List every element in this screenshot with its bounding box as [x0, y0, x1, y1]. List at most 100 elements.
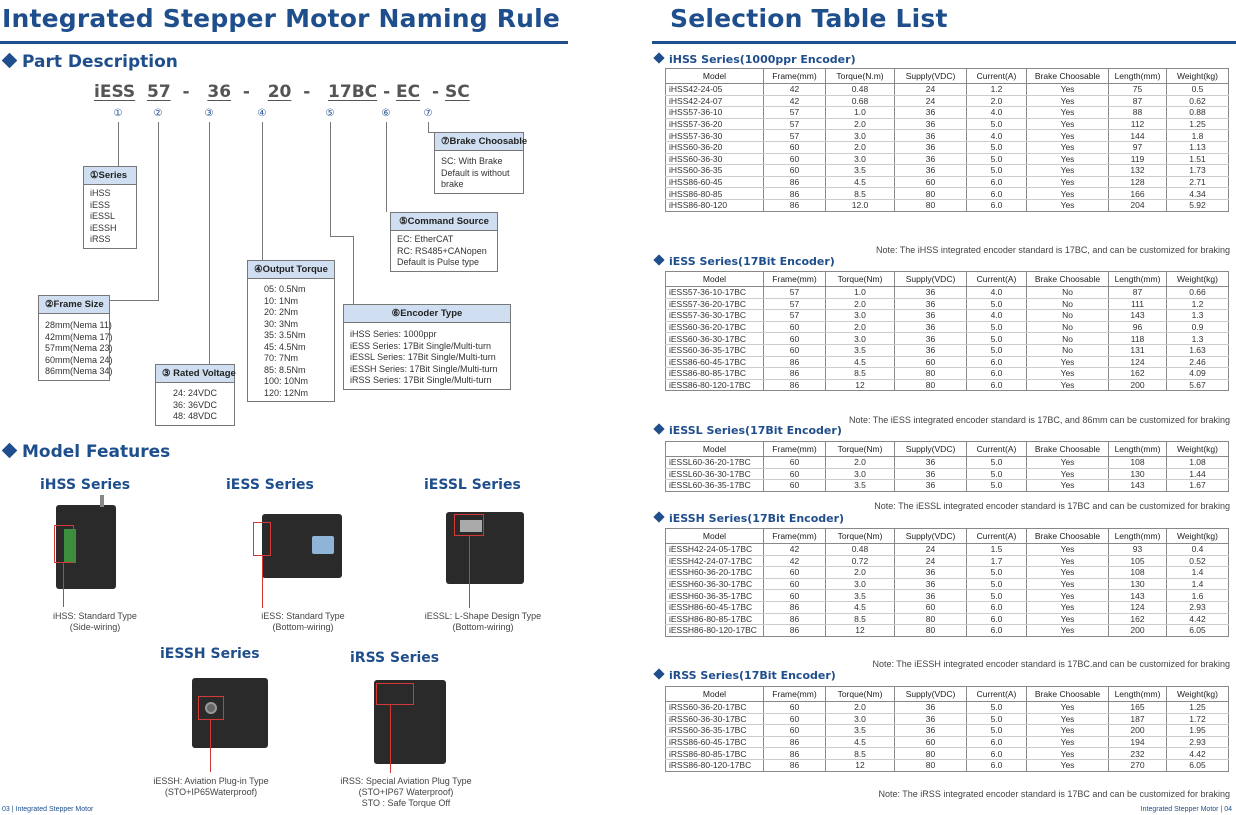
table-cell: iHSS57-36-20	[665, 118, 764, 131]
model-features-heading: Model Features	[1, 442, 170, 462]
table-cell: iESS86-80-120-17BC	[665, 379, 764, 392]
table-cell: Yes	[1026, 199, 1109, 212]
connector-line	[330, 122, 331, 236]
list-item: RC: RS485+CANopen	[397, 245, 487, 256]
callout-line	[469, 536, 470, 608]
table-cell: iESS60-36-30-17BC	[665, 332, 764, 345]
frame-size-box: ②Frame Size 28mm(Nema 11) 42mm(Nema 17) …	[38, 295, 113, 381]
table-cell: 2.0	[825, 456, 895, 469]
table-cell: 3.0	[825, 129, 895, 142]
table-cell: 5.67	[1166, 379, 1229, 392]
table-cell: No	[1026, 286, 1109, 299]
table-cell: 60	[763, 589, 826, 602]
table-cell: 60	[763, 701, 826, 714]
table-cell: 194	[1108, 736, 1167, 749]
table-cell: 0.66	[1166, 286, 1229, 299]
col-brake: Brake Choosable	[1026, 68, 1109, 84]
col-torque: Torque(N.m)	[825, 68, 895, 84]
list-item: iRSS Series: 17Bit Single/Multi-turn	[350, 375, 492, 385]
table-cell: 6.0	[966, 747, 1027, 760]
list-item: EC: EtherCAT	[397, 234, 454, 244]
table-cell: Yes	[1026, 601, 1109, 614]
table-cell: 57	[763, 129, 826, 142]
rated-voltage-box-title: ③ Rated Voltage	[156, 365, 236, 383]
table-cell: 4.0	[966, 106, 1027, 119]
title-rule-right	[652, 41, 1236, 44]
table-cell: 5.0	[966, 344, 1027, 357]
table-cell: Yes	[1026, 624, 1109, 637]
table-cell: 1.72	[1166, 713, 1229, 726]
table-cell: iHSS42-24-07	[665, 95, 764, 108]
table-cell: iRSS60-36-30-17BC	[665, 713, 764, 726]
table-cell: Yes	[1026, 164, 1109, 177]
table-cell: Yes	[1026, 724, 1109, 737]
table-cell: 60	[763, 456, 826, 469]
iess-table-heading: iESS Series(17Bit Encoder)	[653, 254, 835, 268]
col-current: Current(A)	[966, 271, 1027, 287]
table-cell: 86	[763, 759, 826, 772]
table-cell: iESSH42-24-05-17BC	[665, 543, 764, 556]
table-cell: 60	[894, 736, 967, 749]
table-cell: 80	[894, 759, 967, 772]
col-frame: Frame(mm)	[763, 686, 826, 702]
footer-right: Integrated Stepper Motor | 04	[1140, 806, 1232, 813]
table-cell: iESSH86-60-45-17BC	[665, 601, 764, 614]
table-cell: 165	[1108, 701, 1167, 714]
diamond-icon	[653, 511, 665, 523]
rated-voltage-box: ③ Rated Voltage 24: 24VDC 36: 36VDC 48: …	[155, 364, 236, 426]
table-cell: 5.0	[966, 118, 1027, 131]
table-cell: 2.0	[825, 298, 895, 311]
list-item: iESSH	[90, 222, 117, 233]
table-cell: 36	[894, 164, 967, 177]
table-cell: 2.0	[825, 566, 895, 579]
col-brake: Brake Choosable	[1026, 528, 1109, 544]
table-cell: 5.0	[966, 468, 1027, 481]
table-cell: 36	[894, 456, 967, 469]
table-cell: 60	[894, 356, 967, 369]
table-cell: 60	[763, 344, 826, 357]
col-model: Model	[665, 271, 764, 287]
list-item: 30: 3Nm	[264, 318, 299, 329]
table-cell: 5.0	[966, 141, 1027, 154]
encoder-type-box-title: ⑥Encoder Type	[344, 305, 510, 323]
col-length: Length(mm)	[1108, 441, 1167, 457]
table-cell: 6.0	[966, 199, 1027, 212]
caption-line: iESSH: Aviation Plug-in Type	[153, 776, 269, 786]
iessh-motor-image	[192, 678, 268, 748]
table-cell: 36	[894, 141, 967, 154]
col-frame: Frame(mm)	[763, 528, 826, 544]
list-item: 86mm(Nema 34)	[45, 366, 113, 376]
table-cell: 57	[763, 309, 826, 322]
table-cell: 166	[1108, 187, 1167, 200]
table-cell: 3.0	[825, 332, 895, 345]
col-weight: Weight(kg)	[1166, 441, 1229, 457]
encoder-type-box-list: iHSS Series: 1000ppr iESS Series: 17Bit …	[344, 323, 510, 389]
table-cell: 3.0	[825, 153, 895, 166]
table-cell: 131	[1108, 344, 1167, 357]
table-cell: Yes	[1026, 367, 1109, 380]
frame-size-box-title: ②Frame Size	[39, 296, 109, 314]
code-frame: 57	[147, 82, 171, 102]
table-cell: 143	[1108, 479, 1167, 492]
brake-choosable-box-title: ⑦Brake Choosable	[435, 133, 527, 151]
table-cell: 57	[763, 286, 826, 299]
iessl-table-heading: iESSL Series(17Bit Encoder)	[653, 423, 842, 437]
table-cell: 132	[1108, 164, 1167, 177]
table-cell: 2.0	[825, 118, 895, 131]
table-cell: 1.5	[966, 543, 1027, 556]
iessh-table-heading: iESSH Series(17Bit Encoder)	[653, 511, 844, 525]
marker-7: ⑦	[423, 108, 433, 119]
connector-line	[110, 300, 159, 301]
series-box: ①Series iHSS iESS iESSL iESSH iRSS	[83, 166, 137, 249]
feature-ihss-title: iHSS Series	[40, 477, 131, 493]
table-cell: 1.63	[1166, 344, 1229, 357]
caption-line: (STO+IP65Waterproof)	[164, 787, 258, 797]
table-cell: 2.0	[825, 321, 895, 334]
table-cell: Yes	[1026, 456, 1109, 469]
